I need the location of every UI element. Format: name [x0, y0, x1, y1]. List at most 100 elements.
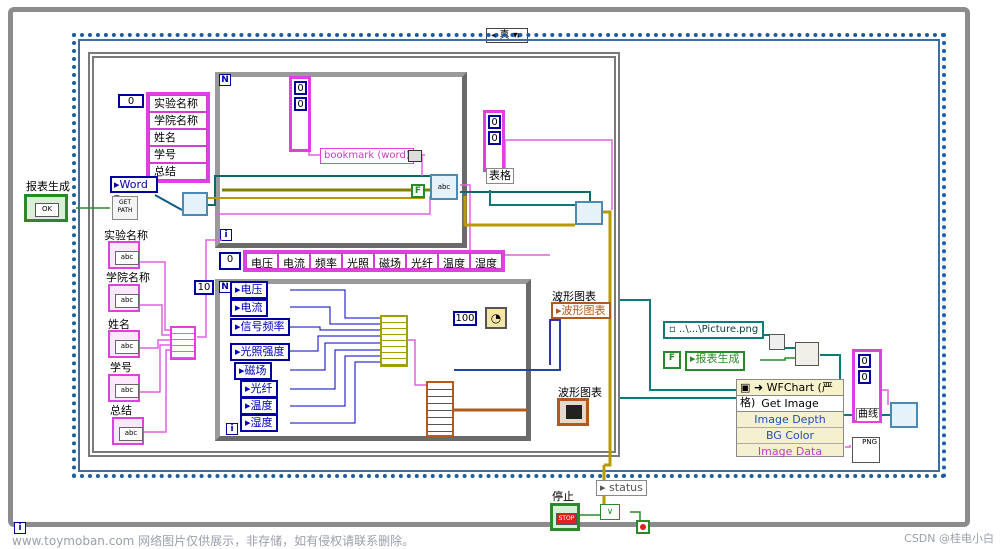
string-control[interactable]: abc	[108, 284, 140, 312]
report-button-label: 报表生成	[26, 180, 70, 193]
array-num[interactable]: 0	[294, 97, 307, 111]
column-cell[interactable]: 光照	[342, 253, 374, 270]
wire	[549, 319, 560, 365]
local-var[interactable]: ▸信号频率	[230, 318, 290, 336]
wire	[460, 191, 591, 210]
waveform-ref-label: 波形图表	[552, 290, 596, 303]
header-cell[interactable]: 实验名称	[149, 95, 207, 112]
for-loop-bottom-n: N	[219, 281, 231, 293]
header-cell[interactable]: 姓名	[149, 129, 207, 146]
report-ref-f: F	[663, 351, 681, 369]
bookmark-node	[408, 150, 422, 162]
string-control[interactable]: abc	[112, 417, 144, 445]
while-loop-frame	[8, 7, 970, 527]
string-control-label: 实验名称	[104, 229, 148, 242]
loop-count-constant[interactable]: 10	[194, 280, 214, 295]
while-i-terminal: i	[14, 522, 26, 534]
wire	[140, 304, 170, 336]
curve-num: 0	[858, 370, 871, 384]
columns-array: 0 电压 电流 频率 光照 磁场 光纤 温度 湿度	[219, 250, 505, 272]
wire	[205, 175, 430, 206]
bookmark-constant[interactable]: bookmark (word)	[320, 148, 414, 164]
string-control-label: 姓名	[108, 318, 130, 331]
table-label: 表格	[486, 168, 514, 184]
local-var[interactable]: ▸电压	[230, 281, 268, 299]
string-control-label: 学院名称	[106, 271, 150, 284]
wire	[290, 342, 380, 371]
wire	[460, 184, 550, 256]
for-loop-top-i: i	[220, 229, 232, 241]
column-cell[interactable]: 光纤	[406, 253, 438, 270]
report-ref[interactable]: F ▸报表生成	[663, 351, 745, 371]
array-num[interactable]: 0	[294, 81, 307, 95]
wait-ms-constant[interactable]: 100	[453, 311, 477, 326]
string-control[interactable]: abc	[108, 330, 140, 358]
column-cell[interactable]: 湿度	[470, 253, 502, 270]
or-node: ∨	[600, 504, 620, 520]
wire	[489, 190, 575, 206]
string-control-label: 总结	[110, 404, 132, 417]
curve-num: 0	[858, 354, 871, 368]
status-unbundle: ▸ status	[596, 480, 647, 496]
header-cell[interactable]: 学院名称	[149, 112, 207, 129]
for-loop-top	[215, 72, 467, 248]
numeric-array-constant: 0 0	[289, 76, 311, 152]
footer-watermark: www.toymoban.com 网络图片仅供展示，非存储，如有侵权请联系删除。	[12, 534, 415, 548]
ok-text: OK	[35, 203, 59, 217]
footer-credit: CSDN @桂电小白	[904, 532, 994, 545]
for-loop-bottom-i: i	[226, 423, 238, 435]
get-path-vi[interactable]: GET PATH	[112, 196, 138, 220]
local-var[interactable]: ▸电流	[230, 299, 268, 317]
header-array-index[interactable]: 0	[118, 94, 144, 108]
header-cell[interactable]: 总结	[149, 163, 207, 180]
stop-label: 停止	[552, 490, 574, 503]
report-button[interactable]: OK	[24, 194, 68, 222]
invoke-node[interactable]: ▣ ➜ WFChart (严格) Get Image Image Depth B…	[736, 379, 844, 458]
wire	[620, 299, 740, 391]
build-path-vi[interactable]	[769, 334, 785, 350]
local-var[interactable]: ▸磁场	[234, 362, 272, 380]
column-cell[interactable]: 电流	[278, 253, 310, 270]
column-cell[interactable]: 磁场	[374, 253, 406, 270]
curve-label: 曲线	[856, 408, 880, 422]
build-array-blue	[380, 315, 408, 367]
wire	[882, 389, 889, 405]
wire	[290, 335, 380, 352]
select-node	[795, 342, 819, 366]
header-cell[interactable]: 学号	[149, 146, 207, 163]
local-var[interactable]: ▸湿度	[240, 414, 278, 432]
string-control[interactable]: abc	[108, 241, 140, 269]
wire	[140, 261, 170, 331]
column-cell[interactable]: 电压	[246, 253, 278, 270]
wire	[760, 357, 795, 361]
invoke-method: Get Image	[737, 396, 843, 412]
new-report-vi[interactable]	[182, 192, 208, 216]
write-png-vi[interactable]: PNG	[852, 437, 880, 463]
wire	[140, 344, 170, 393]
string-control[interactable]: abc	[108, 374, 140, 402]
wire	[504, 139, 613, 210]
column-cell[interactable]: 温度	[438, 253, 470, 270]
invoke-param: Image Data	[757, 445, 823, 458]
false-constant[interactable]: F	[411, 184, 425, 198]
append-image-vi[interactable]	[890, 402, 918, 428]
path-constant[interactable]: ▫ ..\...\Picture.png	[663, 321, 765, 339]
columns-index[interactable]: 0	[219, 252, 241, 270]
local-var[interactable]: ▸温度	[240, 397, 278, 415]
append-table-vi[interactable]	[575, 201, 603, 225]
word-ring[interactable]: ▸Word ▾	[110, 176, 158, 204]
bundle-node	[426, 381, 454, 437]
wire	[140, 339, 170, 349]
invoke-param: Image Depth	[737, 412, 843, 428]
append-text-vi[interactable]: abc	[430, 174, 458, 200]
column-cell[interactable]: 频率	[310, 253, 342, 270]
for-loop-top-n: N	[219, 74, 231, 86]
local-var[interactable]: ▸光纤	[240, 380, 278, 398]
wire	[290, 349, 380, 390]
waveform-ref[interactable]: ▸波形图表	[551, 302, 611, 319]
local-var[interactable]: ▸光照强度	[230, 343, 290, 361]
stop-button[interactable]: STOP	[550, 503, 580, 531]
wire	[290, 306, 380, 325]
case-inner-frame	[78, 39, 940, 472]
